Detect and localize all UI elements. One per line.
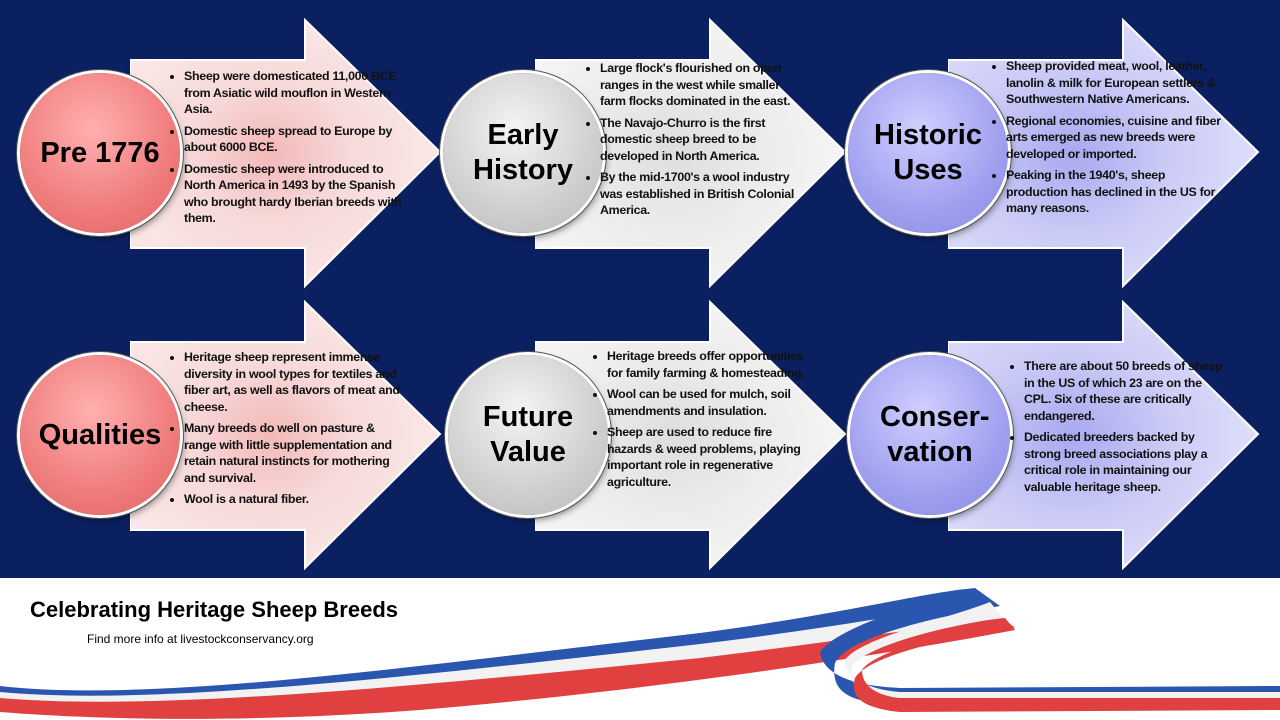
bullet-item: Sheep were domesticated 11,000 BCE from … [184,68,406,118]
bullet-list: Heritage breeds offer opportunities for … [593,348,812,495]
bullet-item: Domestic sheep were introduced to North … [184,161,406,227]
bullet-item: Heritage sheep represent immense diversi… [184,349,406,415]
panel-qualities: Qualities Heritage sheep represent immen… [20,300,450,572]
panel-historic-uses: Historic Uses Sheep provided meat, wool,… [848,18,1268,290]
panel-title-circle: Early History [443,73,603,233]
panel-title-circle: Qualities [20,355,180,515]
arrow-shape [535,300,847,571]
bullet-list: Sheep were domesticated 11,000 BCE from … [170,68,406,232]
slide-background: Pre 1776 Sheep were domesticated 11,000 … [0,0,1280,578]
bullet-item: Wool can be used for mulch, soil amendme… [607,386,812,419]
arrow-shape [130,300,442,571]
bullet-item: The Navajo-Churro is the first domestic … [600,115,800,165]
panel-early-history: Early History Large flock's flourished o… [443,18,855,290]
tricolor-ribbon-decoration [0,588,1280,719]
bullet-item: Peaking in the 1940's, sheep production … [1006,167,1228,217]
arrow-shape [130,18,442,289]
bullet-item: Large flock's flourished on open ranges … [600,60,800,110]
bullet-item: Wool is a natural fiber. [184,491,406,508]
bullet-list: There are about 50 breeds of sheep in th… [1010,358,1229,500]
panel-title: Qualities [38,418,162,451]
panel-title: Future Value [482,401,574,468]
bullet-item: Sheep provided meat, wool, leather, lano… [1006,58,1228,108]
bullet-list: Heritage sheep represent immense diversi… [170,349,406,513]
panel-title-circle: Future Value [448,355,608,515]
bullet-list: Sheep provided meat, wool, leather, lano… [992,58,1228,222]
panel-title: Pre 1776 [40,136,160,169]
bullet-item: Regional economies, cuisine and fiber ar… [1006,113,1228,163]
bullet-item: By the mid-1700's a wool industry was es… [600,169,800,219]
bullet-item: There are about 50 breeds of sheep in th… [1024,358,1229,424]
panel-future-value: Future Value Heritage breeds offer oppor… [448,300,855,572]
panel-title-circle: Historic Uses [848,73,1008,233]
panel-title-circle: Pre 1776 [20,73,180,233]
arrow-shape [948,18,1260,289]
arrow-shape [535,18,847,289]
bullet-item: Dedicated breeders backed by strong bree… [1024,429,1229,495]
panel-title: Conser-vation [880,401,990,468]
arrow-shape [948,300,1260,571]
bullet-list: Large flock's flourished on open ranges … [586,60,800,224]
panel-conservation: Conser-vation There are about 50 breeds … [850,300,1268,572]
footer-title: Celebrating Heritage Sheep Breeds [30,597,399,622]
bullet-item: Domestic sheep spread to Europe by about… [184,123,406,156]
panel-title: Early History [473,119,573,186]
bullet-item: Heritage breeds offer opportunities for … [607,348,812,381]
panel-pre-1776: Pre 1776 Sheep were domesticated 11,000 … [20,18,450,290]
footer-info-link[interactable]: Find more info at livestockconservancy.o… [87,632,314,646]
panel-title: Historic Uses [874,119,982,186]
bullet-item: Sheep are used to reduce fire hazards & … [607,424,812,490]
panel-title-circle: Conser-vation [850,355,1010,515]
bullet-item: Many breeds do well on pasture & range w… [184,420,406,486]
